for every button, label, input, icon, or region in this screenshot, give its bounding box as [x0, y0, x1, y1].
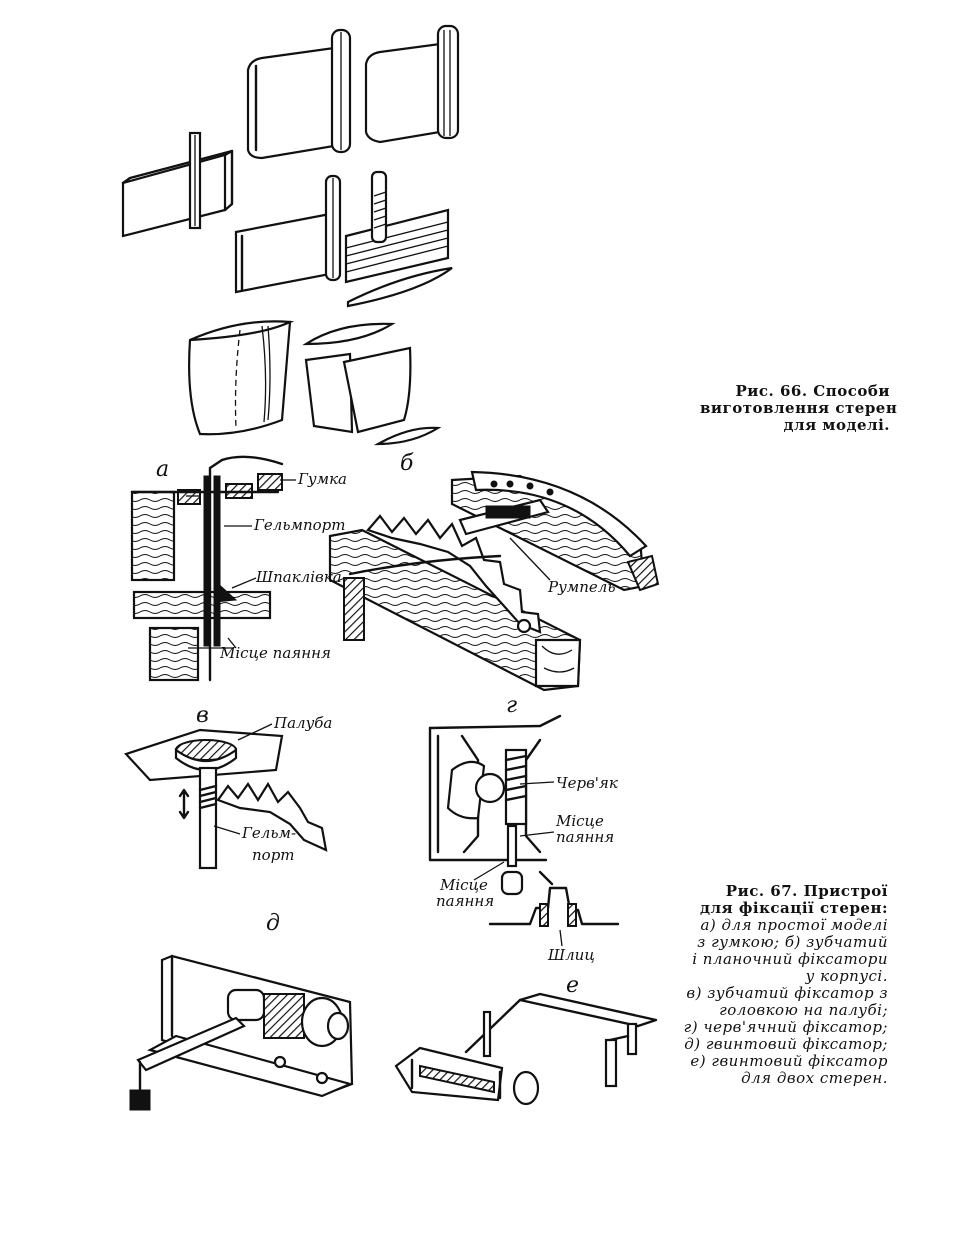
fig67g-worm-fixator: [428, 714, 620, 927]
label-rumpel: Румпель: [547, 578, 616, 596]
figure-67-body-line: головкою на палубі;: [719, 1001, 888, 1019]
label-misce-payannya-g1-1: Місце: [555, 812, 604, 830]
figure-67-body-line: для двох стерен.: [741, 1069, 888, 1087]
label-misce-payannya-g2-2: паяння: [436, 892, 494, 910]
panel-letter-g: г: [506, 693, 517, 718]
figure-67-body-line: г) черв'ячний фіксатор;: [683, 1018, 888, 1036]
fig66-rudder-blade-laminated: [344, 170, 453, 308]
fig67e-screw-fixator-two-rudders: [394, 992, 658, 1106]
label-helmport-a: Гельмпорт: [253, 516, 345, 534]
leader-lines: [213, 479, 563, 947]
figure-66-caption-line: Рис. 66. Способи: [735, 382, 890, 400]
figure-67-body-line: у корпусі.: [805, 967, 888, 985]
label-helmport-v-2: порт: [252, 846, 295, 864]
fig66-rudder-blade-folded: [234, 174, 342, 294]
figure-67-body-line: в) зубчатий фіксатор з: [686, 984, 888, 1002]
label-shlits: Шлиц: [547, 946, 595, 964]
fig67b-toothed-fixator: [328, 470, 660, 692]
figure-67-title-line: Рис. 67. Пристрої: [725, 882, 888, 900]
label-shpaklivka: Шпаклівка: [255, 568, 342, 586]
panel-letter-v: в: [196, 703, 209, 728]
figure-66-caption: Рис. 66. Способи виготовлення стерен для…: [700, 382, 898, 434]
label-helmport-v-1: Гельм-: [241, 824, 296, 842]
figure-67-body-line: з гумкою; б) зубчатий: [697, 933, 888, 951]
fig67a-simple-model-rudder: [130, 455, 284, 682]
fig66-rudder-blade-rolled-2: [364, 24, 460, 144]
fig66-rudder-blade-foil: [188, 320, 295, 436]
panel-letter-d: д: [266, 911, 280, 936]
figure-66-caption-line: виготовлення стерен: [700, 399, 898, 417]
fig67v-toothed-with-deck-head: [124, 728, 328, 870]
panel-letter-a: а: [156, 457, 169, 482]
figure-67-body-line: д) гвинтовий фіксатор;: [684, 1035, 888, 1053]
fig66-rudder-blade-rolled-1: [246, 28, 352, 160]
figure-67-body-line: а) для простої моделі: [700, 916, 888, 934]
figure-66-caption-line: для моделі.: [783, 416, 890, 434]
label-misce-payannya-g2-1: Місце: [439, 876, 488, 894]
figure-67-body-line: і планочний фіксатори: [692, 950, 888, 968]
panel-letter-e: е: [566, 973, 579, 998]
label-misce-payannya-a: Місце паяння: [219, 644, 331, 662]
figure-67-body-line: е) гвинтовий фіксатор: [690, 1052, 888, 1070]
figure-67-title-line: для фіксації стерен:: [699, 899, 888, 917]
fig66-rudder-blade-two-halves: [302, 322, 442, 446]
fig67d-screw-fixator: [129, 954, 354, 1111]
panel-letter-b: б: [400, 451, 414, 476]
label-cherviak: Черв'як: [556, 774, 618, 792]
label-misce-payannya-g1-2: паяння: [556, 828, 614, 846]
label-paluba: Палуба: [273, 714, 332, 732]
label-gumka: Гумка: [297, 470, 347, 488]
fig66-rudder-blade-flat-rod: [121, 131, 234, 238]
figure-67-caption: Рис. 67. Пристрої для фіксації стерен: а…: [620, 883, 888, 1087]
